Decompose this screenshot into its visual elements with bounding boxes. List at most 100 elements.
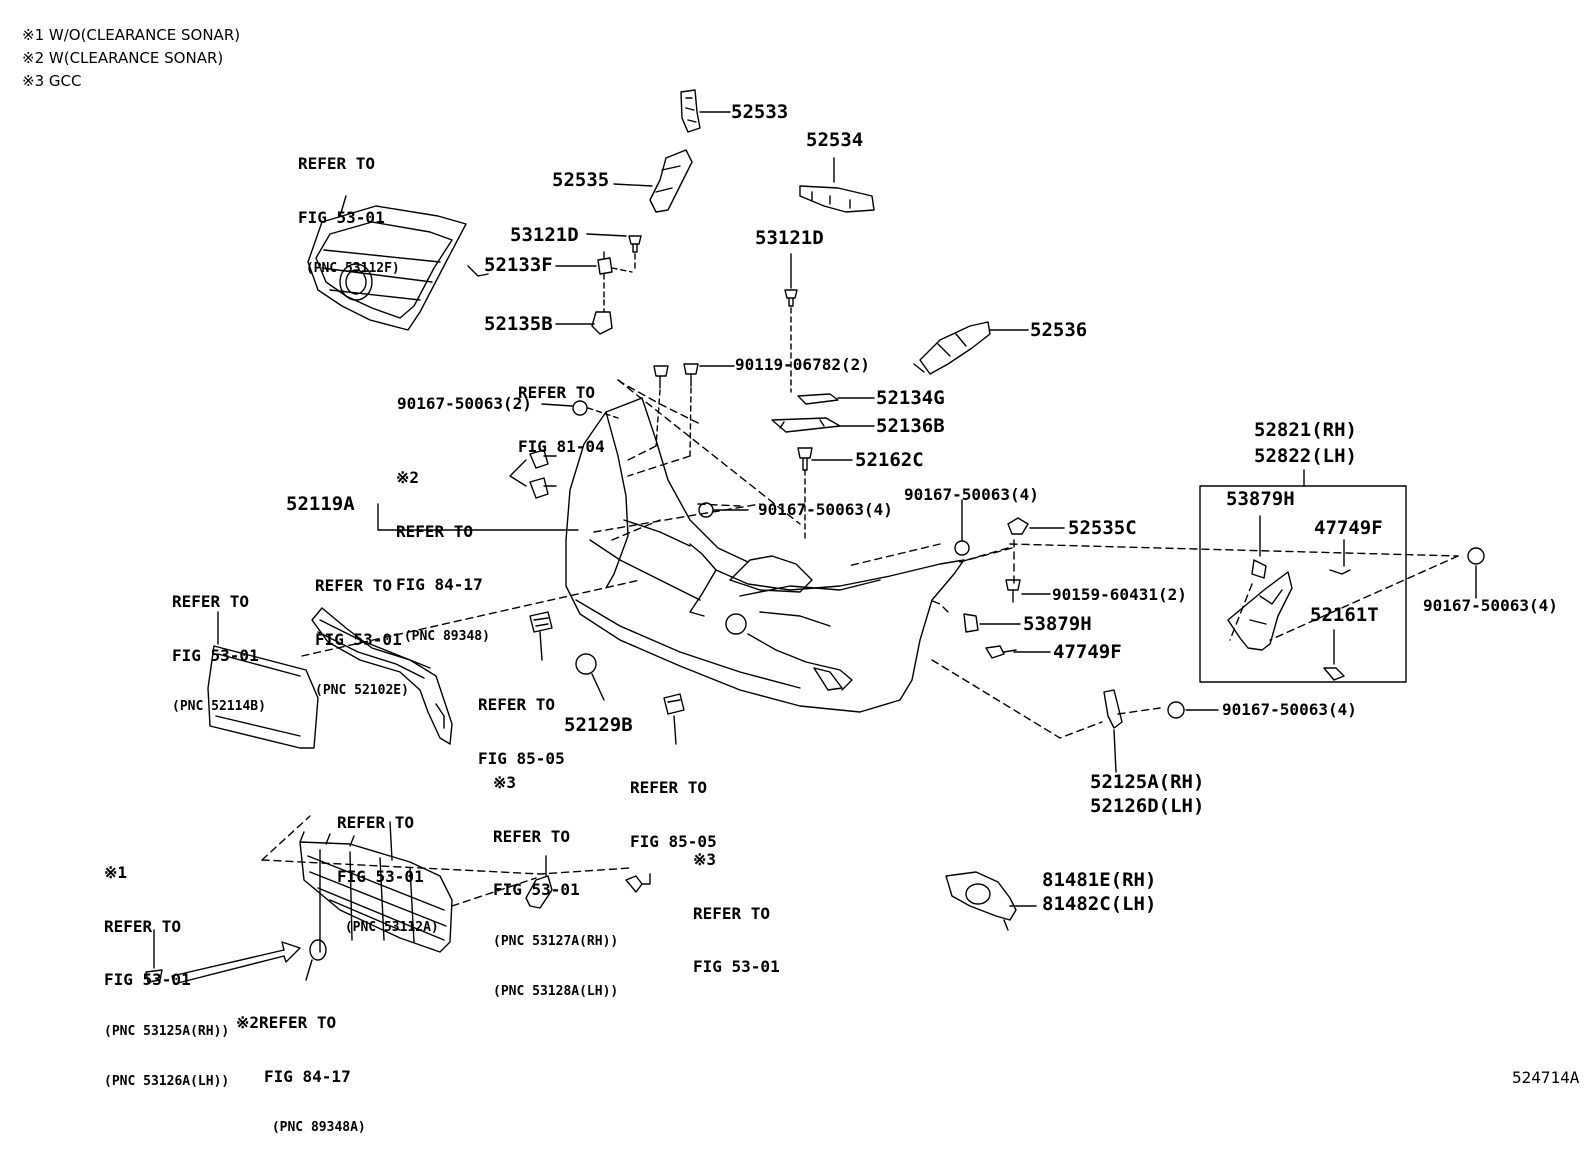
reference-fig-53-01-sonar[interactable]: ※1 REFER TO FIG 53-01 (PNC 53125A(RH)) (… (104, 828, 229, 1108)
reference-fig-53-01-lower-grille[interactable]: REFER TO FIG 53-01 (PNC 53112A) (337, 778, 439, 954)
part-label-52136B[interactable]: 52136B (876, 415, 945, 437)
reference-mark: ※3 (693, 849, 717, 869)
part-label-52161T[interactable]: 52161T (1310, 604, 1379, 626)
sensor-brackets-drawing (377, 449, 579, 531)
part-label-52133F[interactable]: 52133F (484, 254, 553, 276)
reference-line1: REFER TO (630, 777, 708, 797)
reference-fig-53-01-plate[interactable]: REFER TO FIG 53-01 (PNC 52114B) (172, 557, 266, 733)
garnish-53127A-drawing (525, 855, 553, 909)
part-label-53121D-center[interactable]: 53121D (755, 227, 824, 249)
clip-53121D-left-drawing (586, 233, 642, 273)
screw-90167-center-drawing (698, 502, 749, 518)
screw-90167-2-drawing (541, 400, 619, 419)
part-label-53879H-lower[interactable]: 53879H (1023, 613, 1092, 635)
sensor-89348A-drawing (305, 939, 327, 981)
part-label-53121D-left[interactable]: 53121D (510, 224, 579, 246)
part-label-53879H-box[interactable]: 53879H (1226, 488, 1295, 510)
bracket-52535-drawing (613, 149, 693, 213)
part-label-47749F-box[interactable]: 47749F (1314, 517, 1383, 539)
part-label-90167-50063-4-center[interactable]: 90167-50063(4) (758, 500, 893, 519)
clip-53121D-center-drawing (784, 253, 798, 393)
part-label-52821[interactable]: 52821(RH) (1254, 419, 1357, 441)
reference-mark: ※2 (396, 467, 420, 487)
reference-line2: FIG 53-01 (298, 207, 385, 227)
part-label-90167-50063-4-lower[interactable]: 90167-50063(4) (1222, 700, 1357, 719)
reference-fig-85-05-right[interactable]: REFER TO FIG 85-05 (630, 743, 717, 868)
clip-53121D-lower-drawing (625, 873, 651, 893)
part-label-52533[interactable]: 52533 (731, 101, 789, 123)
reference-fig-53-01-molding[interactable]: REFER TO FIG 53-01 (PNC 52102E) (315, 541, 409, 717)
reference-pnc: (PNC 89348A) (264, 1120, 366, 1136)
reference-line1: REFER TO (298, 153, 376, 173)
part-label-90119-06782[interactable]: 90119-06782(2) (735, 355, 870, 374)
reference-fig-53-01-upper-grille[interactable]: REFER TO FIG 53-01 (PNC 53112F) (298, 119, 400, 295)
bolt-47749F-drawing (985, 645, 1051, 659)
screw-90167-far-right-drawing (1467, 547, 1485, 599)
bracket-52533-drawing (680, 89, 731, 133)
part-label-52822[interactable]: 52822(LH) (1254, 445, 1357, 467)
retainer-52134G-drawing (797, 393, 875, 405)
parts-diagram: ※1 W/O(CLEARANCE SONAR) ※2 W(CLEARANCE S… (22, 26, 1580, 1135)
part-label-52535[interactable]: 52535 (552, 169, 610, 191)
bracket-52536-drawing (913, 321, 1029, 375)
clip-52162C-drawing (797, 447, 853, 541)
reference-line1: REFER TO (396, 521, 474, 541)
part-label-47749F-lower[interactable]: 47749F (1053, 641, 1122, 663)
note-2: ※2 W(CLEARANCE SONAR) (22, 49, 224, 67)
reference-fig-85-05-left[interactable]: REFER TO FIG 85-05 (478, 660, 565, 785)
part-label-90167-50063-4-right[interactable]: 90167-50063(4) (904, 485, 1039, 504)
reference-line2: FIG 84-17 (264, 1066, 351, 1086)
figure-id: 524714A (1512, 1068, 1580, 1087)
reference-line1: REFER TO (172, 591, 250, 611)
part-label-52125A[interactable]: 52125A(RH) (1090, 771, 1205, 793)
part-label-52119A[interactable]: 52119A (286, 493, 355, 515)
retainer-52136B-drawing (771, 417, 875, 433)
part-label-52135B[interactable]: 52135B (484, 313, 553, 335)
reference-line2: FIG 84-17 (396, 575, 483, 595)
part-label-52536[interactable]: 52536 (1030, 319, 1088, 341)
part-label-81481E[interactable]: 81481E(RH) (1042, 869, 1157, 891)
reference-pnc: (PNC 53125A(RH)) (104, 1023, 230, 1039)
exploded-view-drawing (145, 89, 1485, 985)
part-label-52535C[interactable]: 52535C (1068, 517, 1137, 539)
part-label-52534[interactable]: 52534 (806, 129, 864, 151)
part-label-90159-60431[interactable]: 90159-60431(2) (1052, 585, 1187, 604)
reference-line1: REFER TO (104, 916, 182, 936)
lower-molding-drawing (311, 607, 453, 745)
clip-52135B-drawing (555, 299, 613, 335)
screw-90167-right-drawing (954, 499, 970, 556)
part-label-90167-50063-4-far-right[interactable]: 90167-50063(4) (1423, 596, 1558, 615)
reference-fig-84-17-upper[interactable]: ※2 REFER TO FIG 84-17 (PNC 89348) (396, 433, 490, 662)
reference-line2: FIG 53-01 (337, 866, 424, 886)
side-retainer-drawing (1103, 689, 1123, 773)
reference-fig-53-01-garnish[interactable]: ※3 REFER TO FIG 53-01 (PNC 53127A(RH)) (… (493, 738, 618, 1018)
reference-fig-81-04[interactable]: REFER TO FIG 81-04 (518, 348, 605, 473)
note-1: ※1 W/O(CLEARANCE SONAR) (22, 26, 241, 44)
reference-fig-53-01-clip[interactable]: ※3 REFER TO FIG 53-01 (693, 815, 780, 994)
part-label-52162C[interactable]: 52162C (855, 449, 924, 471)
reference-pnc: (PNC 53112A) (337, 920, 439, 936)
reference-mark: ※3 (493, 772, 517, 792)
reference-line1: REFER TO (518, 382, 596, 402)
clip-52133F-drawing (555, 251, 633, 301)
fog-bezel-drawing (945, 871, 1037, 931)
part-label-52134G[interactable]: 52134G (876, 387, 945, 409)
reference-line2: FIG 85-05 (630, 831, 717, 851)
reference-fig-84-17-lower[interactable]: ※2REFER TO FIG 84-17 (PNC 89348A) (236, 978, 366, 1154)
lower-grille-drawing (299, 821, 453, 953)
part-label-52129B[interactable]: 52129B (564, 714, 633, 736)
reference-mark: ※2 (236, 1012, 260, 1032)
nut-53879H-drawing (963, 613, 1021, 633)
part-label-52126D[interactable]: 52126D(LH) (1090, 795, 1205, 817)
part-label-90167-50063-2[interactable]: 90167-50063(2) (397, 394, 532, 413)
reference-mark: ※1 (104, 862, 128, 882)
part-label-81482C[interactable]: 81482C(LH) (1042, 893, 1157, 915)
reference-pnc-2: (PNC 53126A(LH)) (104, 1074, 230, 1090)
reference-line2: FIG 53-01 (493, 880, 580, 900)
reference-pnc: (PNC 89348) (396, 628, 490, 644)
reference-pnc: (PNC 53112F) (298, 261, 400, 277)
cover-left-drawing (529, 611, 553, 661)
bracket-52534-drawing (799, 157, 875, 213)
license-bracket-drawing (207, 611, 319, 749)
reference-line1: REFER TO (315, 575, 393, 595)
